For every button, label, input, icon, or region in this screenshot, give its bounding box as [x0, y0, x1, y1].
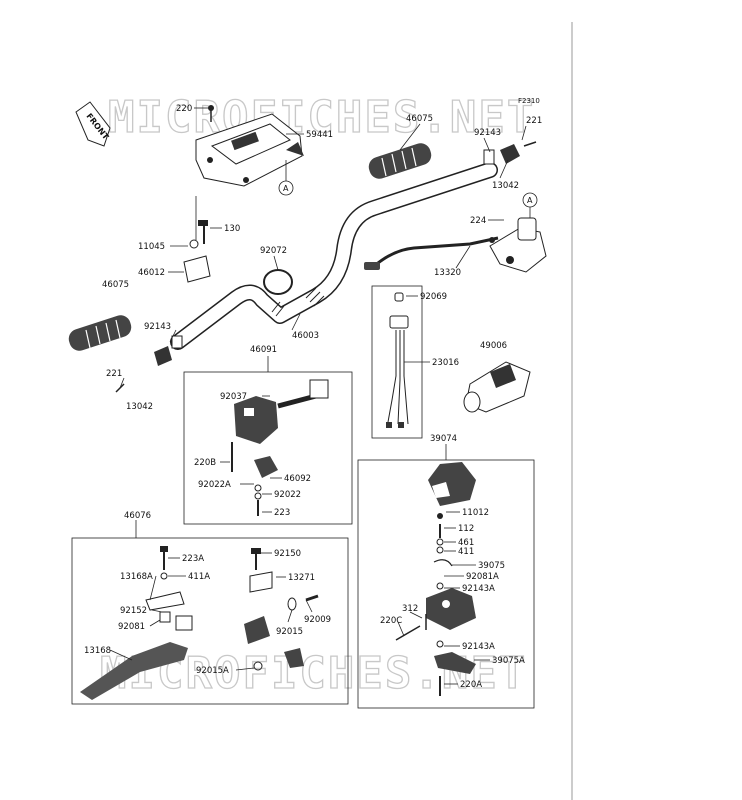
leader-lines [109, 107, 531, 685]
label-92081: 92081 [118, 622, 145, 632]
label-46092: 46092 [284, 474, 311, 484]
switch-assembly-46091 [231, 379, 329, 516]
ref-circle-a2: A [522, 192, 538, 208]
label-92143A-b: 92143A [462, 642, 495, 652]
label-49006: 49006 [480, 341, 507, 351]
label-130: 130 [224, 224, 240, 234]
grip-right [368, 143, 432, 179]
label-13320: 13320 [434, 268, 461, 278]
label-13168: 13168 [84, 646, 111, 656]
label-220C: 220C [380, 616, 402, 626]
label-13271: 13271 [288, 573, 315, 583]
label-92081A: 92081A [466, 572, 499, 582]
label-92009: 92009 [304, 615, 331, 625]
label-92143-top: 92143 [474, 128, 501, 138]
label-39075: 39075 [478, 561, 505, 571]
label-92072: 92072 [260, 246, 287, 256]
band-clamp [263, 269, 293, 295]
svg-text:A: A [527, 196, 533, 205]
wiring-harness [386, 292, 409, 428]
handlebar-clamp [183, 220, 211, 283]
label-11012: 11012 [462, 508, 489, 518]
bar-end-right [483, 141, 537, 165]
label-221-left: 221 [106, 369, 122, 379]
label-92152: 92152 [120, 606, 147, 616]
bar-end-left [115, 335, 183, 393]
label-411A: 411A [188, 572, 210, 582]
label-92150: 92150 [274, 549, 301, 559]
label-92015A: 92015A [196, 666, 229, 676]
handlebar [170, 162, 498, 350]
label-92037: 92037 [220, 392, 247, 402]
figure-code: F2310 [518, 97, 540, 105]
label-11045: 11045 [138, 242, 165, 252]
label-92069: 92069 [420, 292, 447, 302]
grip-left [68, 315, 132, 351]
label-13168A: 13168A [120, 572, 153, 582]
label-13042-top: 13042 [492, 181, 519, 191]
watermark-top: MICROFICHES.NET [108, 92, 535, 143]
label-220B: 220B [194, 458, 216, 468]
part-labels: 220 59441 46075 92143 221 13042 224 1332… [84, 104, 542, 690]
label-23016: 23016 [432, 358, 459, 368]
label-112: 112 [458, 524, 474, 534]
label-92143A-a: 92143A [462, 584, 495, 594]
label-46075-left: 46075 [102, 280, 129, 290]
brake-lever-assembly [80, 546, 193, 700]
label-46076: 46076 [124, 511, 151, 521]
label-224: 224 [470, 216, 486, 226]
front-arrow-icon: FRONT [75, 101, 111, 147]
screw-220-icon [208, 105, 214, 122]
throttle-housing [489, 217, 547, 273]
ref-circle-a1: A [278, 180, 294, 196]
switch-assembly-39074 [395, 462, 476, 696]
label-461: 461 [458, 538, 474, 548]
svg-text:A: A [283, 184, 289, 193]
clutch-switch-assembly [244, 548, 319, 671]
label-92022A: 92022A [198, 480, 231, 490]
label-92143-left: 92143 [144, 322, 171, 332]
label-220-top: 220 [176, 104, 192, 114]
label-39074: 39074 [430, 434, 457, 444]
label-46003: 46003 [292, 331, 319, 341]
handle-cover [195, 113, 304, 187]
label-312: 312 [402, 604, 418, 614]
label-46091: 46091 [250, 345, 277, 355]
label-223A: 223A [182, 554, 204, 564]
label-46012: 46012 [138, 268, 165, 278]
label-221-top: 221 [526, 116, 542, 126]
label-39075A: 39075A [492, 656, 525, 666]
switch-housing-49006 [463, 361, 531, 413]
throttle-cable [364, 236, 499, 270]
label-59441: 59441 [306, 130, 333, 140]
label-46075-top: 46075 [406, 114, 433, 124]
box-46076 [71, 537, 349, 705]
label-13042-left: 13042 [126, 402, 153, 412]
label-223: 223 [274, 508, 290, 518]
label-411: 411 [458, 547, 474, 557]
label-220A: 220A [460, 680, 482, 690]
label-92015: 92015 [276, 627, 303, 637]
label-92022: 92022 [274, 490, 301, 500]
